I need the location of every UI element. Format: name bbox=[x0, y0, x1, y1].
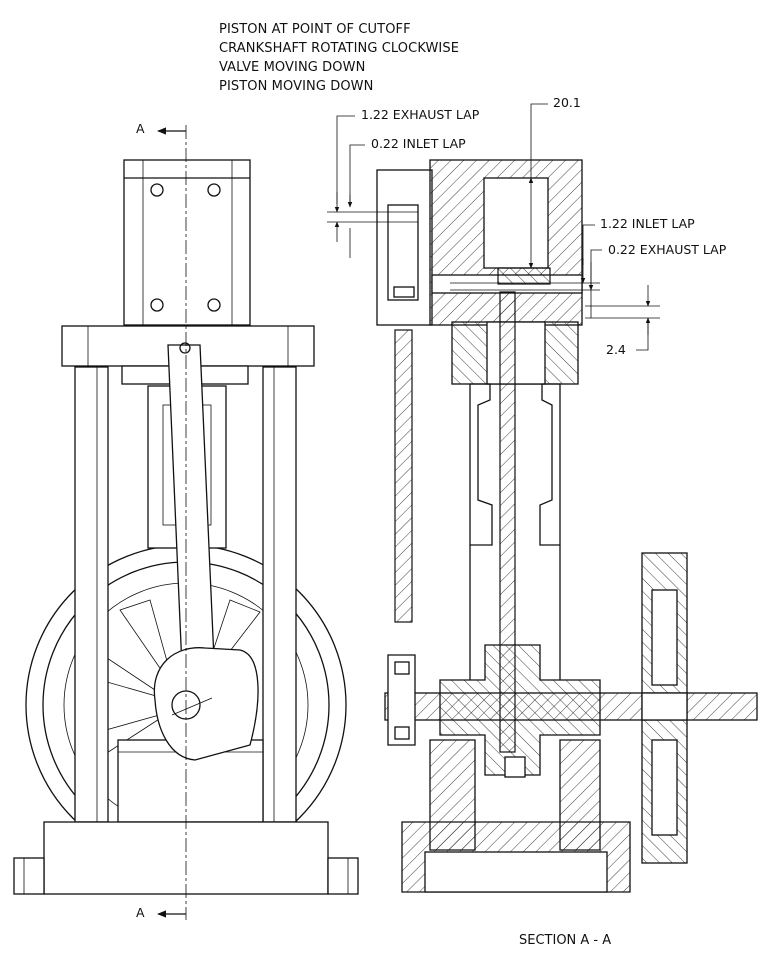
dim-exhaust-lap-left: 1.22 EXHAUST LAP bbox=[361, 107, 480, 122]
note-line: PISTON MOVING DOWN bbox=[219, 79, 374, 94]
section-view bbox=[376, 159, 758, 893]
section-marker-bottom: A bbox=[136, 905, 145, 920]
dim-inlet-lap-right: 1.22 INLET LAP bbox=[600, 216, 695, 231]
drawing-notes: PISTON AT POINT OF CUTOFF CRANKSHAFT ROT… bbox=[219, 20, 459, 96]
dim-clearance: 2.4 bbox=[606, 342, 626, 357]
valve-rod bbox=[394, 329, 413, 623]
cylinder bbox=[123, 159, 251, 326]
dimension-lines bbox=[327, 103, 660, 351]
dim-exhaust-lap-right: 0.22 EXHAUST LAP bbox=[608, 242, 727, 257]
column-left bbox=[74, 366, 109, 823]
dim-inlet-lap-left: 0.22 INLET LAP bbox=[371, 136, 466, 151]
section-title: SECTION A - A bbox=[519, 933, 612, 948]
piston bbox=[497, 267, 551, 285]
section-marker-top: A bbox=[136, 121, 145, 136]
dim-cylinder: 20.1 bbox=[553, 95, 581, 110]
note-line: VALVE MOVING DOWN bbox=[219, 60, 366, 75]
note-line: CRANKSHAFT ROTATING CLOCKWISE bbox=[219, 41, 460, 56]
crankshaft bbox=[384, 692, 758, 721]
column-right bbox=[262, 366, 297, 823]
cylinder-bore bbox=[483, 177, 549, 269]
front-elevation bbox=[13, 125, 359, 920]
note-line: PISTON AT POINT OF CUTOFF bbox=[219, 22, 411, 37]
crank-web bbox=[153, 647, 259, 761]
